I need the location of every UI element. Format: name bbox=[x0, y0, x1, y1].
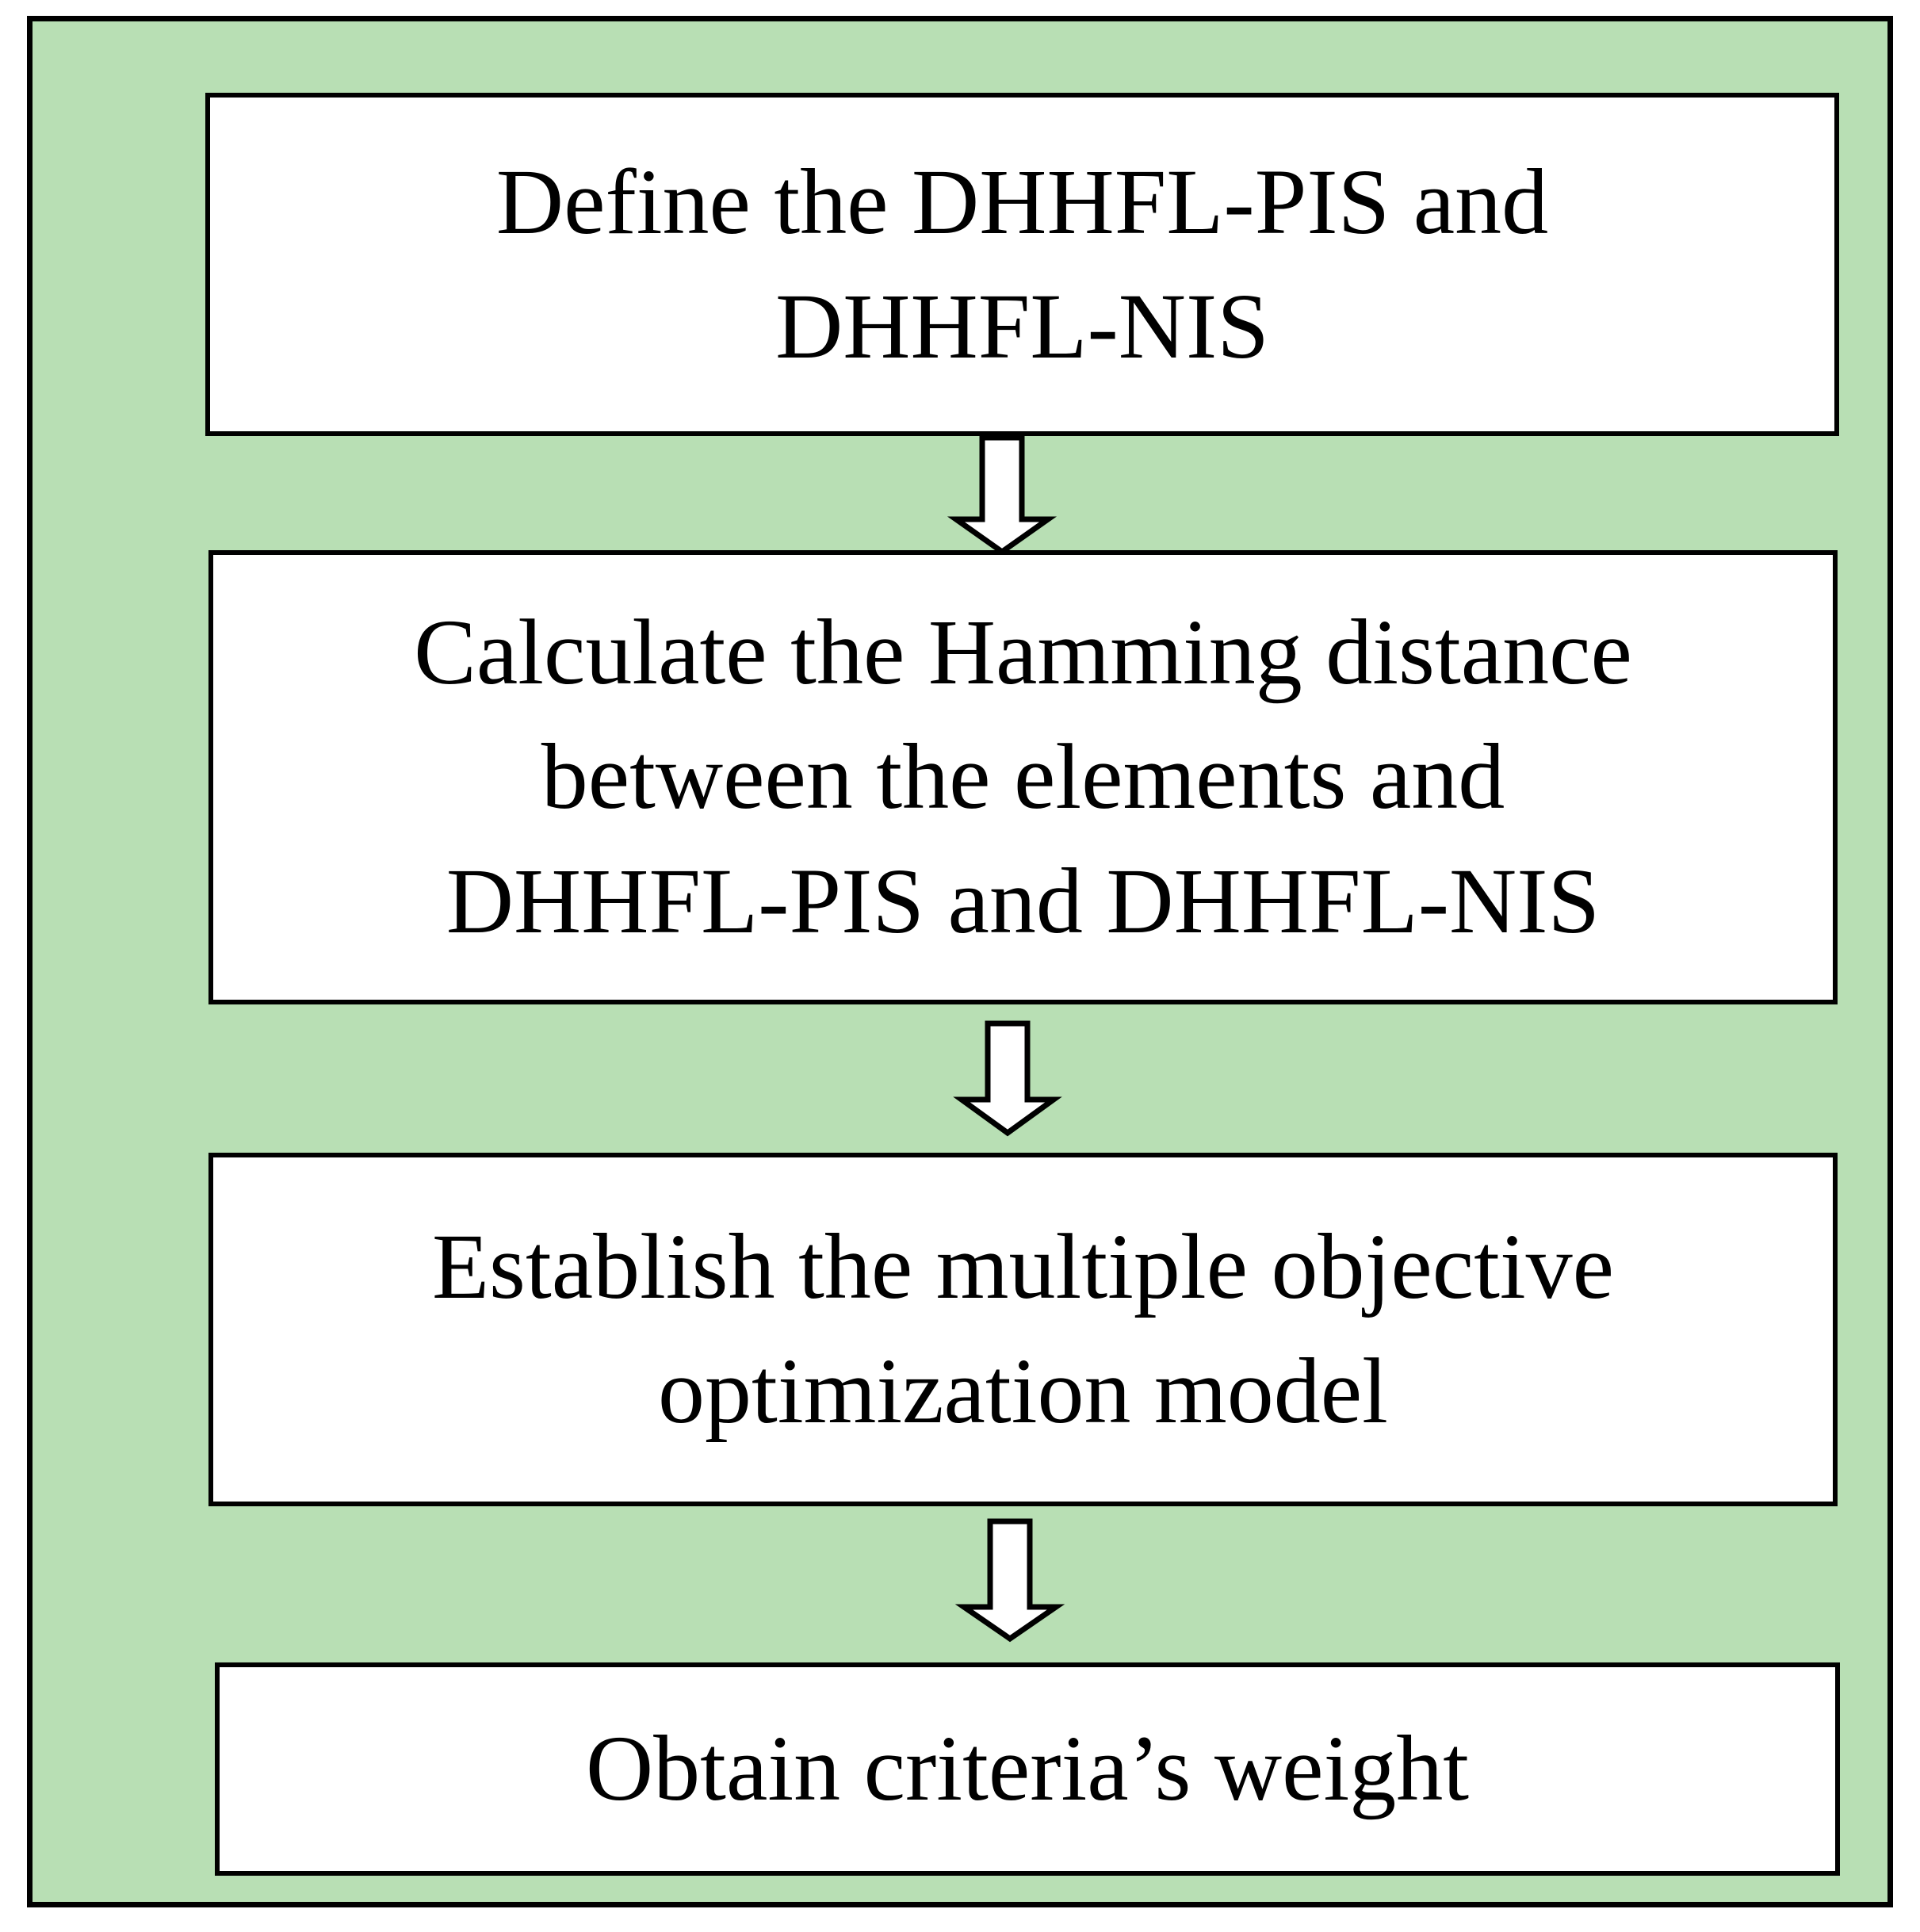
step-establish-optimization-model: Establish the multiple objective optimiz… bbox=[208, 1153, 1838, 1506]
step-1-line-2: DHHFL-NIS bbox=[775, 274, 1269, 378]
step-calculate-hamming-distance: Calculate the Hamming distance between t… bbox=[208, 550, 1838, 1004]
step-2-line-3: DHHFL-PIS and DHHFL-NIS bbox=[446, 848, 1601, 953]
step-obtain-criteria-weight: Obtain criteria’s weight bbox=[215, 1662, 1840, 1876]
step-4-line-1: Obtain criteria’s weight bbox=[585, 1716, 1470, 1821]
step-3-line-1: Establish the multiple objective bbox=[431, 1215, 1615, 1319]
step-define-pis-nis: Define the DHHFL-PIS and DHHFL-NIS bbox=[205, 93, 1839, 436]
down-arrow-icon bbox=[953, 1020, 1062, 1137]
step-2-line-1: Calculate the Hamming distance bbox=[414, 600, 1632, 705]
down-arrow-icon bbox=[954, 1518, 1065, 1643]
step-3-line-2: optimization model bbox=[658, 1339, 1388, 1443]
down-arrow-icon bbox=[947, 434, 1058, 556]
step-2-line-2: between the elements and bbox=[541, 725, 1505, 829]
flowchart-panel: Define the DHHFL-PIS and DHHFL-NIS Calcu… bbox=[27, 16, 1893, 1907]
step-1-line-1: Define the DHHFL-PIS and bbox=[495, 149, 1549, 254]
